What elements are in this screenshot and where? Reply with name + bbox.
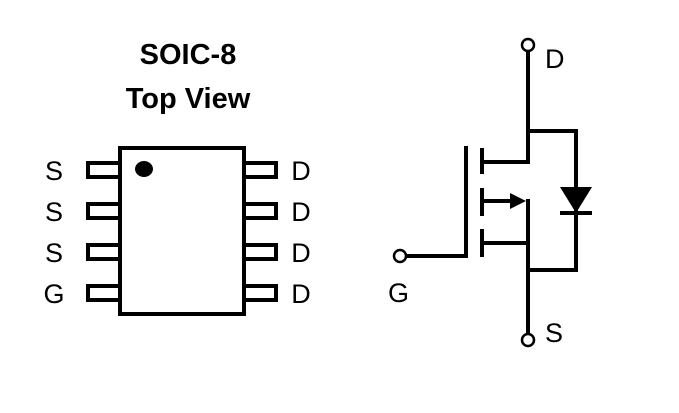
right-pin-1 <box>242 161 278 179</box>
left-pin-label: S <box>45 238 63 268</box>
left-pin-1 <box>86 161 122 179</box>
right-pin-3 <box>242 243 278 261</box>
source-label: S <box>545 318 563 348</box>
left-pin-label: S <box>45 197 63 227</box>
package-diagram: SOIC-8 Top View S S S G D D D D <box>43 39 311 316</box>
package-subtitle: Top View <box>126 83 251 115</box>
right-pin-label: D <box>291 197 311 227</box>
gate-terminal <box>392 248 408 264</box>
left-pin-label: S <box>45 156 63 186</box>
drain-terminal <box>520 37 536 53</box>
right-pin-4 <box>242 284 278 302</box>
left-pin-4 <box>86 284 122 302</box>
right-pin-label: D <box>291 279 311 309</box>
body-diode-triangle <box>560 187 592 213</box>
mosfet-symbol: D G S <box>388 37 592 348</box>
left-pin-label: G <box>43 279 64 309</box>
pin1-marker-dot <box>135 161 153 177</box>
gate-label: G <box>388 278 409 308</box>
body-arrow-head <box>510 193 526 209</box>
left-pin-2 <box>86 202 122 220</box>
right-pin-2 <box>242 202 278 220</box>
drain-label: D <box>545 44 565 74</box>
right-pin-label: D <box>291 156 311 186</box>
package-title: SOIC-8 <box>140 39 237 71</box>
right-pin-label: D <box>291 238 311 268</box>
source-terminal <box>520 332 536 348</box>
left-pin-3 <box>86 243 122 261</box>
